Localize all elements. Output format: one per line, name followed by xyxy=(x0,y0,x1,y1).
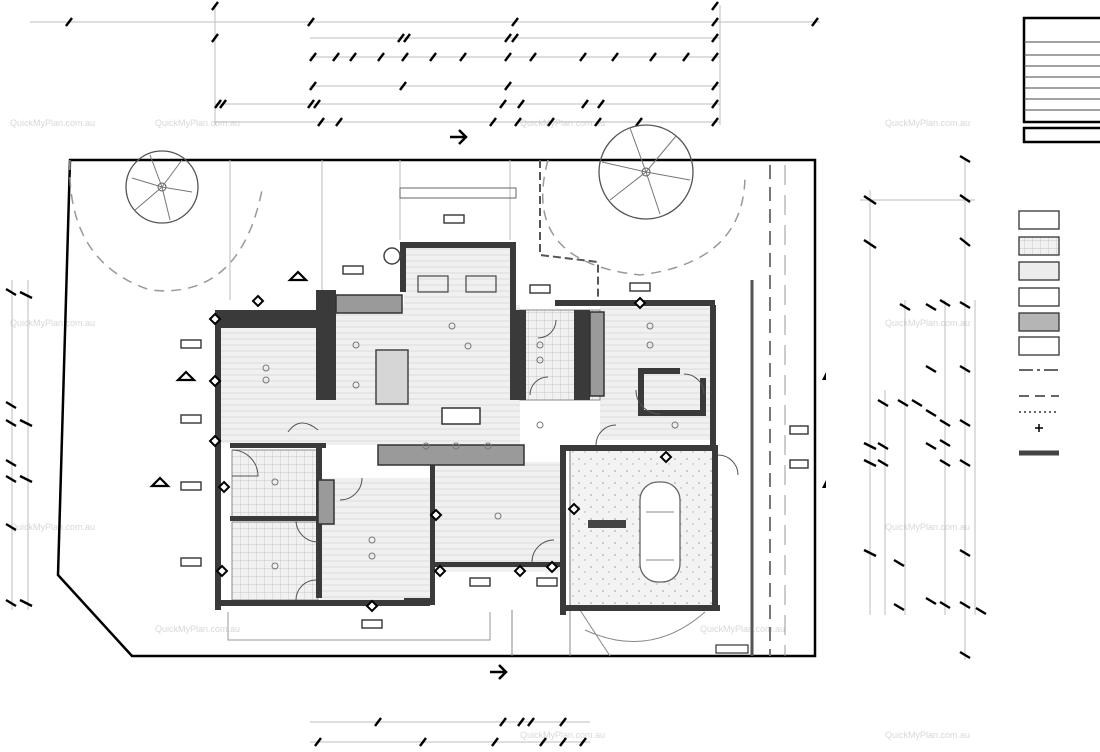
light-points xyxy=(262,322,679,570)
electrical-symbols xyxy=(149,270,826,613)
pantry-shelf xyxy=(589,311,605,397)
garage-bench xyxy=(588,520,626,528)
watermark-text: QuickMyPlan.com.au xyxy=(885,522,970,532)
legend-swatch-icon xyxy=(1018,210,1060,230)
legend-swatch-icon xyxy=(1018,236,1060,256)
watermark-layer: QuickMyPlan.com.au QuickMyPlan.com.au Qu… xyxy=(10,118,970,740)
floor-timber-zone xyxy=(320,305,520,445)
watermark-text: QuickMyPlan.com.au xyxy=(885,118,970,128)
diamond-marker-icon xyxy=(567,502,581,516)
kitchen-bench xyxy=(377,444,525,466)
legend-swatch-icon xyxy=(1018,287,1060,307)
watermark-text: QuickMyPlan.com.au xyxy=(10,318,95,328)
triangle-marker-icon xyxy=(822,372,826,380)
fixtures-layer xyxy=(317,247,681,583)
arrow-right-icon xyxy=(450,129,468,145)
diamond-marker-icon xyxy=(208,312,222,326)
right-dimension-lines xyxy=(860,154,987,660)
watermark-text: QuickMyPlan.com.au xyxy=(10,522,95,532)
floor-tile-zone xyxy=(231,521,319,601)
car-icon xyxy=(639,481,681,583)
landscape-layer xyxy=(69,124,786,657)
diamond-marker-icon xyxy=(429,508,443,522)
watermark-text: QuickMyPlan.com.au xyxy=(155,624,240,634)
diamond-marker-icon xyxy=(513,564,527,578)
triangle-marker-icon xyxy=(287,270,309,282)
kitchen-island xyxy=(375,349,409,405)
diamond-marker-icon xyxy=(215,564,229,578)
room-tags xyxy=(180,214,809,629)
rainwater-tank-icon xyxy=(383,247,401,265)
watermark-text: QuickMyPlan.com.au xyxy=(520,730,605,740)
tree-icon xyxy=(598,124,694,220)
floor-timber-zone xyxy=(220,328,320,443)
diamond-marker-icon xyxy=(208,434,222,448)
watermark-text: QuickMyPlan.com.au xyxy=(700,624,785,634)
diamond-marker-icon xyxy=(545,560,559,574)
title-block xyxy=(1022,16,1100,144)
bottom-dimension-lines xyxy=(310,717,590,747)
watermark-text: QuickMyPlan.com.au xyxy=(885,318,970,328)
tree-icon xyxy=(125,150,199,224)
diamond-marker-icon xyxy=(433,564,447,578)
bench-top xyxy=(441,407,481,425)
arrow-right-icon xyxy=(490,664,508,680)
triangle-marker-icon xyxy=(822,480,826,488)
triangle-marker-icon xyxy=(149,476,171,488)
legend-swatch-icon xyxy=(1018,336,1060,356)
site-boundary xyxy=(56,158,817,658)
legend-point-icon xyxy=(1035,424,1043,432)
door-swings xyxy=(231,319,739,601)
skylight xyxy=(417,275,449,293)
skylight xyxy=(465,275,497,293)
diamond-marker-icon xyxy=(659,450,673,464)
diamond-marker-icon xyxy=(208,374,222,388)
watermark-text: QuickMyPlan.com.au xyxy=(155,118,240,128)
diamond-marker-icon xyxy=(633,296,647,310)
triangle-marker-icon xyxy=(175,370,197,382)
legend-swatch-icon xyxy=(1018,312,1060,332)
legend xyxy=(1018,210,1060,456)
laundry-bench xyxy=(335,294,403,314)
diamond-marker-icon xyxy=(365,599,379,613)
left-dimension-lines xyxy=(5,280,33,610)
watermark-text: QuickMyPlan.com.au xyxy=(520,118,605,128)
top-dimension-lines xyxy=(30,1,820,127)
wardrobe xyxy=(317,479,335,525)
floor-timber-zone xyxy=(404,248,510,308)
legend-swatch-icon xyxy=(1018,261,1060,281)
diamond-marker-icon xyxy=(251,294,265,308)
watermark-text: QuickMyPlan.com.au xyxy=(10,118,95,128)
watermark-text: QuickMyPlan.com.au xyxy=(885,730,970,740)
diamond-marker-icon xyxy=(217,480,231,494)
